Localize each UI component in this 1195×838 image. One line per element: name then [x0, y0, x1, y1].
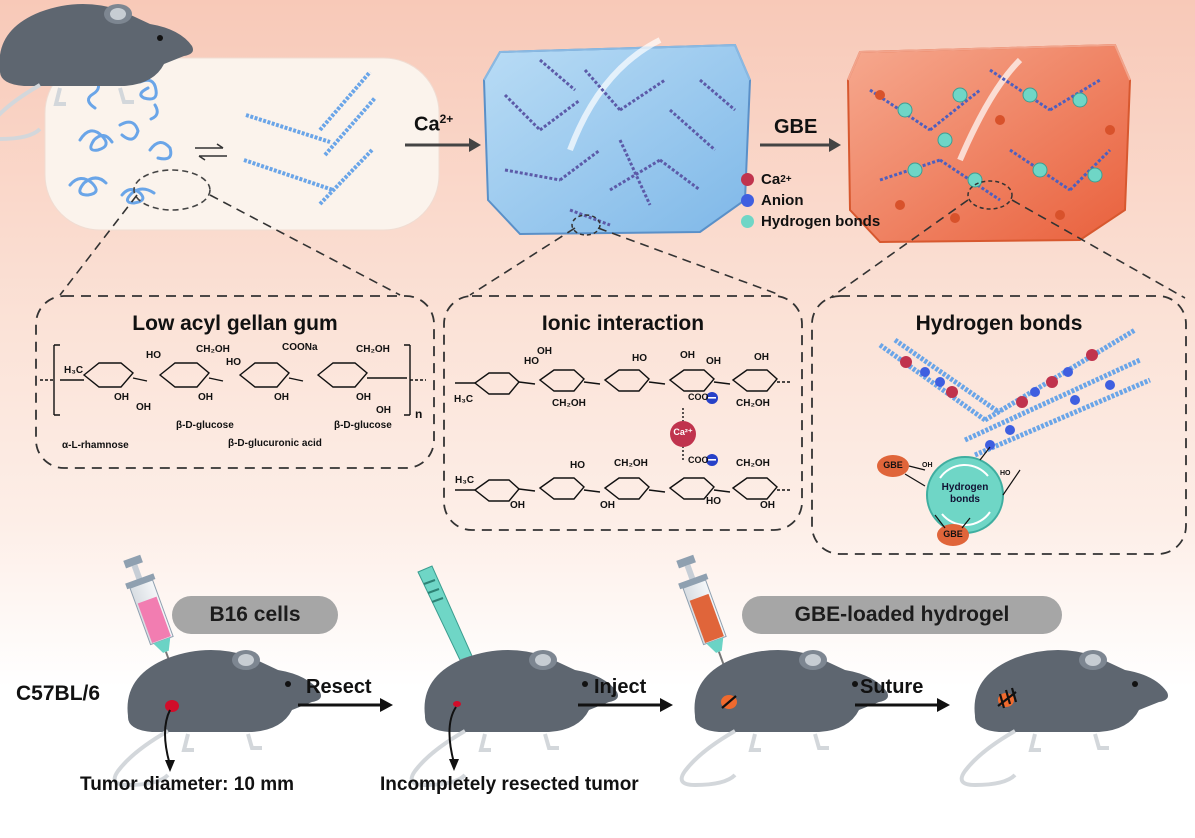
chem-label: n: [415, 407, 423, 421]
pill-b16-cells: B16 cells: [172, 596, 338, 634]
syringe-orange: [676, 554, 728, 673]
chem-label: OH: [510, 500, 525, 511]
chem-label: OH: [114, 392, 129, 403]
anion-dot-icon: [741, 194, 754, 207]
chem-label: COO: [688, 455, 709, 465]
mouse-3: [679, 647, 890, 787]
chem-label: OH: [680, 350, 695, 361]
chem-label: HO: [1000, 470, 1011, 477]
chem-label: OH: [198, 392, 213, 403]
sugar-label: α-L-rhamnose: [62, 440, 129, 451]
chem-label: OH: [760, 500, 775, 511]
chem-label: HO: [146, 350, 161, 361]
chem-label: OH: [754, 352, 769, 363]
tumor-mouse-2: [453, 701, 461, 707]
ca-dot-icon: [741, 173, 754, 186]
mouse-2: [409, 647, 620, 787]
box-title-hbonds: Hydrogen bonds: [915, 312, 1083, 335]
chem-label: COONa: [282, 342, 318, 353]
chem-label: OH: [706, 356, 721, 367]
caption-tumor-diameter: Tumor diameter: 10 mm: [80, 774, 294, 795]
hydrogen-bond-network: [877, 327, 1151, 546]
step-inject: Inject: [594, 676, 647, 698]
gbe-loaded-hydrogel: [846, 43, 1132, 244]
chem-label: CH₂OH: [614, 458, 648, 469]
legend-hbond: Hydrogen bonds: [741, 213, 880, 230]
box-title-gellan: Low acyl gellan gum: [132, 312, 338, 335]
ca-ion-label: Ca²⁺: [673, 427, 693, 437]
chem-label: CH₂OH: [196, 344, 230, 355]
legend-anion: Anion: [741, 192, 804, 209]
chem-label: CH₂OH: [736, 398, 770, 409]
step-suture: Suture: [860, 676, 924, 698]
mouse-4: [959, 647, 1170, 787]
gbe-label-top: GBE: [883, 460, 903, 470]
mouse-strain-label: C57BL/6: [16, 682, 101, 705]
sugar-label: β-D-glucose: [176, 420, 234, 431]
chem-label: OH: [922, 462, 933, 469]
sugar-label: β-D-glucose: [334, 420, 392, 431]
ca-crosslinked-hydrogel: [482, 37, 752, 236]
chem-label: H₃C: [64, 365, 84, 376]
chem-label: HO: [706, 496, 721, 507]
box-outline-middle: [443, 295, 803, 531]
box-title-ionic: Ionic interaction: [541, 312, 705, 335]
arrow-label-gbe: GBE: [774, 116, 818, 138]
gellan-structure: [40, 344, 426, 416]
chem-label: COO: [688, 392, 709, 402]
tumor-mouse-1: [165, 700, 179, 712]
chem-label: OH: [537, 346, 552, 357]
chem-label: OH: [274, 392, 289, 403]
ionic-structure: [455, 369, 792, 502]
chem-label: CH₂OH: [736, 458, 770, 469]
chem-label: OH: [600, 500, 615, 511]
gbe-label-bottom: GBE: [943, 529, 963, 539]
chem-label: HO: [632, 353, 647, 364]
sutures: [721, 687, 1018, 709]
sugar-label: β-D-glucuronic acid: [228, 438, 322, 449]
step-resect: Resect: [306, 676, 372, 698]
ca-ion-circle: [670, 421, 696, 447]
syringe-pink: [123, 554, 175, 673]
chem-label: CH₂OH: [552, 398, 586, 409]
mouse-1: [112, 647, 324, 787]
hbond-dot-icon: [741, 215, 754, 228]
caption-incomplete-resection: Incompletely resected tumor: [380, 774, 639, 795]
chem-label: HO: [524, 356, 539, 367]
box-outline-right: [811, 295, 1187, 555]
chem-label: OH: [136, 402, 151, 413]
mouse-template: [0, 4, 193, 142]
polymer-solution-panel: [44, 57, 440, 231]
chem-label: CH₂OH: [356, 344, 390, 355]
arrow-label-ca: Ca2+: [414, 112, 454, 136]
pill-gbe-hydrogel: GBE-loaded hydrogel: [742, 596, 1062, 634]
box-outline-left: [35, 295, 435, 469]
chem-label: HO: [570, 460, 585, 471]
chem-label: H₃C: [454, 394, 474, 405]
chem-label: OH: [356, 392, 371, 403]
chem-label: H₃C: [455, 475, 475, 486]
chem-label: HO: [226, 357, 241, 368]
chem-label: OH: [376, 405, 391, 416]
